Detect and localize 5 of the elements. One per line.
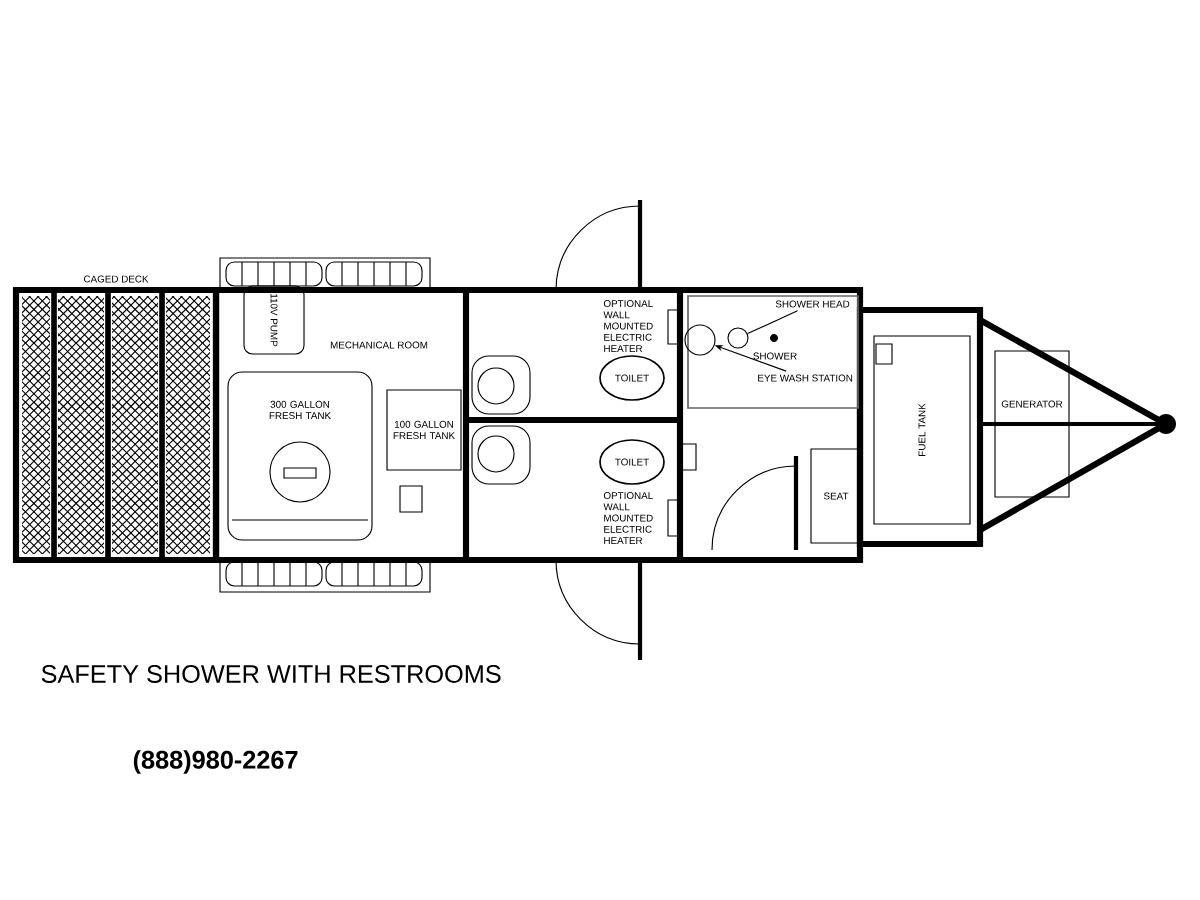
phone-number: (888)980-2267 [133, 750, 298, 774]
shower-head-circle [727, 327, 749, 349]
leader-line [747, 310, 799, 335]
title: SAFETY SHOWER WITH RESTROOMS [41, 665, 501, 683]
eye-wash-circle [684, 324, 716, 356]
